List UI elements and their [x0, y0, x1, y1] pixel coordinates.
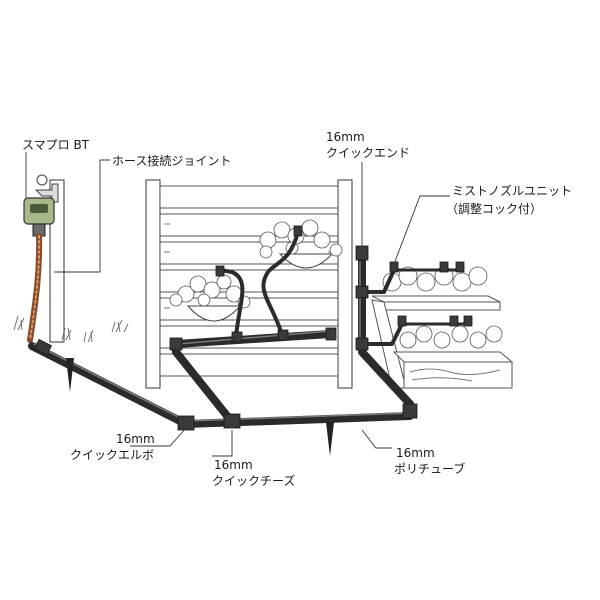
quick-tee-fitting — [277, 329, 289, 341]
label-tube-name: ポリチューブ — [394, 462, 466, 476]
fittings — [33, 245, 418, 431]
quick-elbow-fitting — [177, 415, 195, 431]
quick-tee-fitting — [355, 337, 369, 351]
label-elbow-size: 16mm — [116, 432, 155, 446]
faucet-icon — [34, 183, 59, 203]
quick-elbow-fitting — [169, 337, 183, 351]
fence-plank — [159, 353, 339, 377]
hose-joint-fitting — [33, 338, 53, 356]
plant-stand — [371, 266, 514, 389]
quick-end-fitting — [325, 327, 337, 341]
fence-post-right — [337, 179, 353, 389]
label-tube-size: 16mm — [396, 446, 435, 460]
quick-tee-fitting — [231, 331, 243, 343]
fence-plank — [159, 185, 339, 209]
label-end-name: クイックエンド — [326, 146, 411, 160]
mist-nozzle-icon — [215, 225, 473, 327]
hanging-basket-icon — [169, 274, 251, 322]
quick-tee-fitting — [355, 285, 369, 299]
ground-stake-icon — [66, 358, 334, 456]
label-controller: スマプロ BT — [22, 138, 90, 152]
label-elbow-name: クイックエルボ — [70, 448, 155, 462]
label-hose-joint: ホース接続ジョイント — [112, 154, 232, 168]
quick-end-fitting — [355, 245, 369, 261]
label-tee-size: 16mm — [214, 458, 253, 472]
label-mist-line1: ミストノズルユニット — [452, 184, 573, 198]
fence-post-left — [145, 179, 161, 389]
label-end-size: 16mm — [326, 130, 365, 144]
leader-lines — [25, 152, 450, 457]
label-tee-name: クイックチーズ — [212, 474, 296, 488]
label-mist-line2: （調整コック付） — [446, 202, 543, 216]
quick-tee-fitting — [223, 413, 241, 429]
quick-elbow-fitting — [402, 403, 418, 419]
controller-icon — [23, 197, 55, 237]
grass — [13, 315, 129, 343]
